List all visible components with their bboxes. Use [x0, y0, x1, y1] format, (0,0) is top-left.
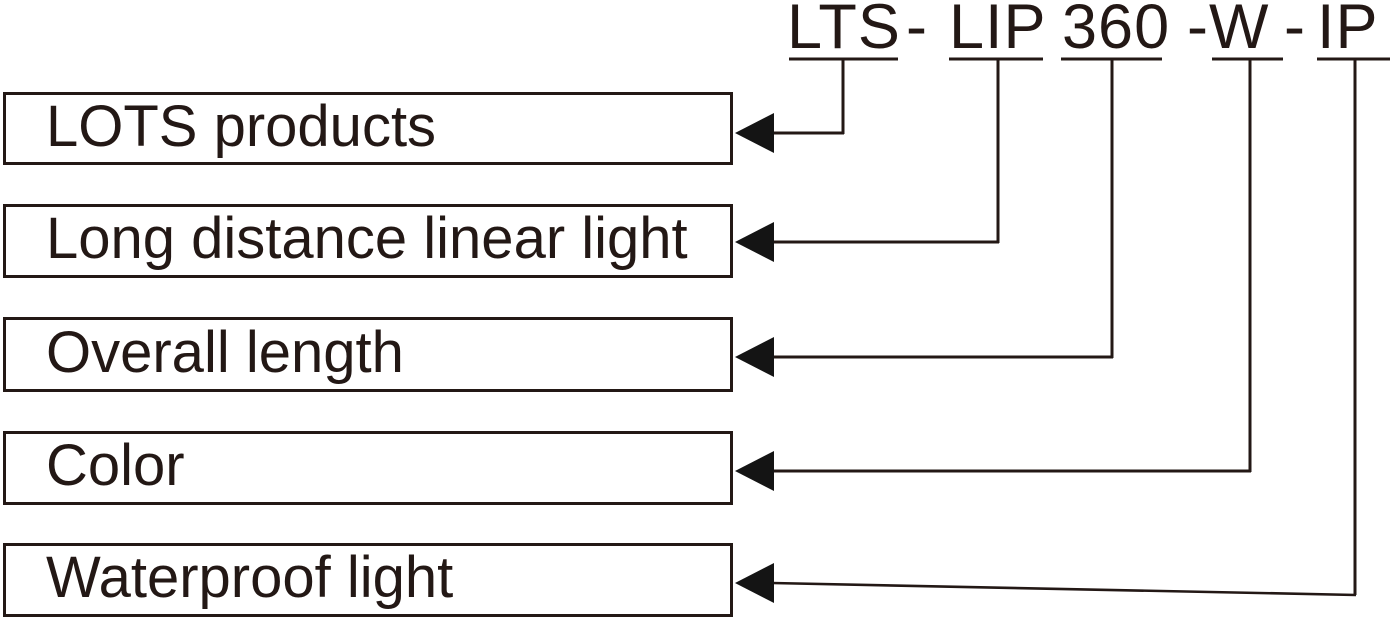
label-products: LOTS products: [46, 93, 437, 159]
label-box-waterproof: Waterproof light: [3, 543, 733, 617]
code-segment-series: LIP: [949, 0, 1047, 62]
label-box-color: Color: [3, 431, 733, 505]
arrowhead-series: [735, 222, 774, 262]
code-segment-product: LTS: [787, 0, 901, 62]
code-segment-color: -W: [1187, 0, 1270, 62]
arrowhead-color: [735, 451, 774, 491]
arrowhead-waterproof: [735, 563, 774, 603]
code-separator-1: -: [906, 0, 928, 62]
label-box-products: LOTS products: [3, 92, 733, 165]
label-box-overall-length: Overall length: [3, 317, 733, 392]
arrowhead-length: [735, 337, 774, 377]
label-color: Color: [46, 433, 185, 498]
code-separator-2: -: [1284, 0, 1306, 62]
code-segment-waterproof: IP: [1317, 0, 1379, 62]
label-box-linear-light: Long distance linear light: [3, 204, 733, 278]
label-linear-light: Long distance linear light: [46, 206, 688, 271]
label-waterproof: Waterproof light: [46, 545, 454, 610]
arrowhead-product: [735, 113, 774, 153]
code-segment-length: 360: [1062, 0, 1171, 62]
connector-waterproof: [771, 581, 1357, 597]
label-overall-length: Overall length: [46, 319, 404, 385]
